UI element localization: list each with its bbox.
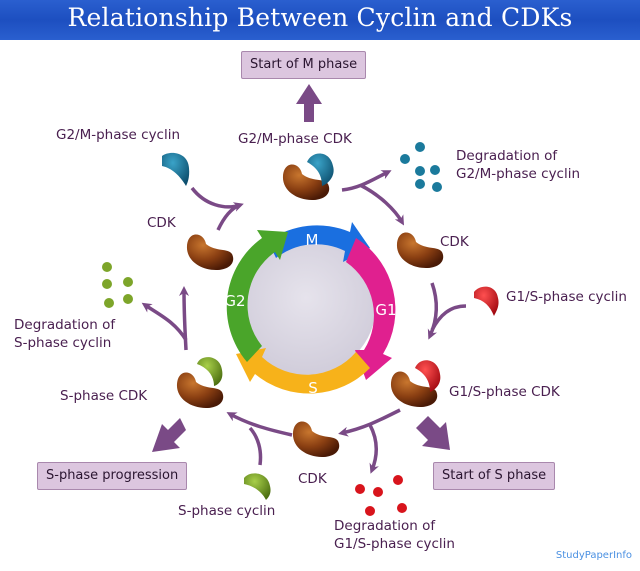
- phase-label-g2: G2: [224, 292, 245, 310]
- label-deg-s-1: Degradation of: [14, 317, 116, 333]
- label-g2m-cyclin: G2/M-phase cyclin: [56, 127, 181, 143]
- label-deg-g1s-1: Degradation of: [334, 518, 436, 534]
- label-deg-g2m-1: Degradation of: [456, 148, 558, 164]
- phase-arc-s: [236, 348, 370, 394]
- cdk-molecule-bottom: [292, 421, 340, 457]
- cdk-molecule-left: [186, 234, 234, 270]
- label-s-cyclin: S-phase cyclin: [178, 503, 276, 519]
- label-deg-g1s-2: G1/S-phase cyclin: [334, 536, 455, 552]
- label-g2m-cdk: G2/M-phase CDK: [238, 131, 352, 147]
- s-cyclin-bound: [197, 357, 223, 386]
- phase-arc-g1: [346, 238, 396, 380]
- start-s-phase-box: Start of S phase: [433, 462, 556, 490]
- phase-arc-m: [268, 222, 370, 262]
- pathway-arrows: [141, 170, 467, 474]
- phase-arc-g2: [226, 230, 288, 362]
- s-degradation-dots: [102, 262, 133, 308]
- s-cyclin-free: [244, 473, 271, 500]
- label-deg-g2m-2: G2/M-phase cyclin: [456, 166, 581, 182]
- title-bar: Relationship Between Cyclin and CDKs: [0, 0, 640, 40]
- cell-cycle-ring: M G1 S G2: [224, 222, 397, 397]
- phase-label-m: M: [306, 231, 319, 249]
- label-g1s-cyclin: G1/S-phase cyclin: [506, 289, 627, 305]
- g1s-cyclin-bound: [415, 360, 441, 392]
- label-s-cdk: S-phase CDK: [60, 388, 148, 404]
- g2m-cyclin-free: [162, 152, 190, 186]
- page-title: Relationship Between Cyclin and CDKs: [67, 3, 573, 32]
- phase-label-s: S: [308, 379, 318, 397]
- label-g1s-cdk: G1/S-phase CDK: [449, 384, 560, 400]
- start-m-phase-box: Start of M phase: [241, 51, 367, 79]
- cycle-center: [236, 235, 376, 375]
- phase-label-g1: G1: [375, 301, 396, 319]
- g2m-degradation-dots: [400, 142, 442, 192]
- arrow-to-s-phase-progression: [152, 418, 186, 452]
- label-cdk-bottom: CDK: [298, 471, 327, 487]
- cdk-molecule-right: [396, 232, 444, 268]
- g1s-cyclin-free: [474, 286, 499, 316]
- label-deg-s-2: S-phase cyclin: [14, 335, 112, 351]
- s-phase-progression-box: S-phase progression: [37, 462, 188, 490]
- g2m-cyclin-bound: [307, 153, 334, 186]
- label-cdk-left: CDK: [147, 215, 176, 231]
- arrow-to-s-phase-start: [416, 416, 450, 450]
- label-cdk-right: CDK: [440, 234, 469, 250]
- watermark: StudyPaperInfo: [555, 550, 632, 561]
- arrow-to-m-phase: [296, 84, 322, 122]
- g1s-degradation-dots: [355, 475, 407, 516]
